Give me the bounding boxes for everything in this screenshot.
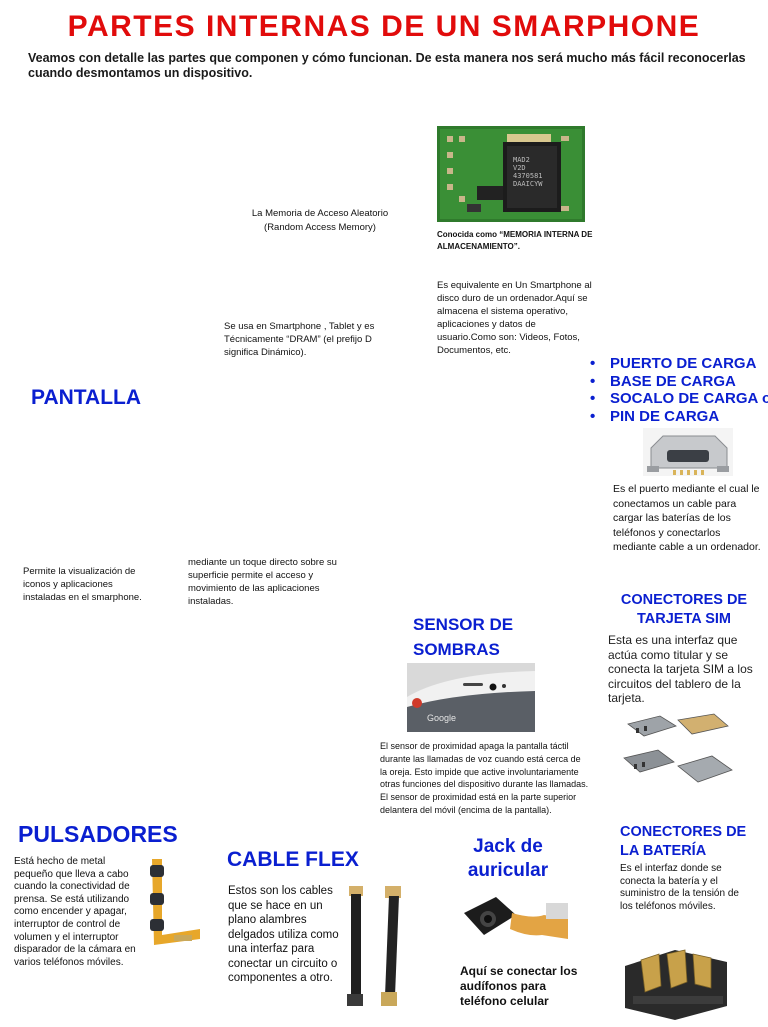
intro-text: Veamos con detalle las partes que compon…	[28, 51, 746, 80]
flex-cable-image	[345, 884, 407, 1008]
charging-port-item: PIN DE CARGA	[588, 408, 768, 426]
ram-usage: Se usa en Smartphone , Tablet y es Técni…	[224, 321, 375, 358]
pulsadores-heading: PULSADORES	[18, 821, 178, 847]
sensor-description: El sensor de proximidad apaga la pantall…	[380, 741, 589, 815]
jack-description: Aquí se conectar los audífonos para telé…	[460, 964, 578, 1008]
proximity-sensor-image: Google	[407, 663, 535, 732]
charging-port-item: PUERTO DE CARGA	[588, 355, 768, 373]
memory-chip-image: MAD2 V2D 4370581 DAAICYW	[437, 126, 585, 222]
charging-port-item: SOCALO DE CARGA o	[588, 390, 768, 408]
sim-description: Esta es una interfaz que actúa como titu…	[608, 633, 753, 705]
chip-line: DAAICYW	[513, 180, 543, 188]
pantalla-text-1: Permite la visualización de iconos y apl…	[23, 566, 142, 603]
ram-definition: La Memoria de Acceso Aleatorio (Random A…	[251, 208, 389, 233]
chip-line: MAD2	[513, 156, 530, 164]
chip-line: 4370581	[513, 172, 543, 180]
sensor-brand: Google	[427, 713, 457, 723]
chip-line: V2D	[513, 164, 526, 172]
sensor-heading: SENSOR DE SOMBRAS	[413, 615, 514, 659]
rom-description: Es equivalente en Un Smartphone al disco…	[437, 280, 592, 356]
charging-port-list: PUERTO DE CARGA BASE DE CARGA SOCALO DE …	[588, 355, 768, 425]
battery-heading: CONECTORES DE LA BATERÍA	[620, 824, 747, 859]
battery-description: Es el interfaz donde se conecta la bater…	[620, 863, 739, 912]
charging-port-item: BASE DE CARGA	[588, 373, 768, 391]
battery-connector-image	[615, 926, 743, 1022]
flex-description: Estos son los cables que se hace en un p…	[228, 885, 339, 984]
charging-port-image	[643, 428, 733, 476]
charging-port-description: Es el puerto mediante el cual le conecta…	[613, 483, 761, 553]
headphone-jack-image	[458, 885, 580, 957]
sim-connector-image	[620, 710, 740, 796]
button-flex-image	[140, 855, 216, 945]
rom-known-as: Conocida como “MEMORIA INTERNA DE ALMACE…	[437, 230, 593, 251]
jack-heading: Jack de auricular	[467, 836, 549, 881]
pulsadores-description: Está hecho de metal pequeño que lleva a …	[14, 856, 136, 968]
page-title: PARTES INTERNAS DE UN SMARPHONE	[67, 10, 701, 43]
flex-heading: CABLE FLEX	[227, 848, 359, 871]
pantalla-text-2: mediante un toque directo sobre su super…	[188, 557, 337, 607]
sim-heading: CONECTORES DE TARJETA SIM	[620, 592, 748, 627]
pantalla-heading: PANTALLA	[31, 386, 142, 409]
chip-marking: MAD2 V2D 4370581 DAAICYW	[513, 156, 543, 188]
